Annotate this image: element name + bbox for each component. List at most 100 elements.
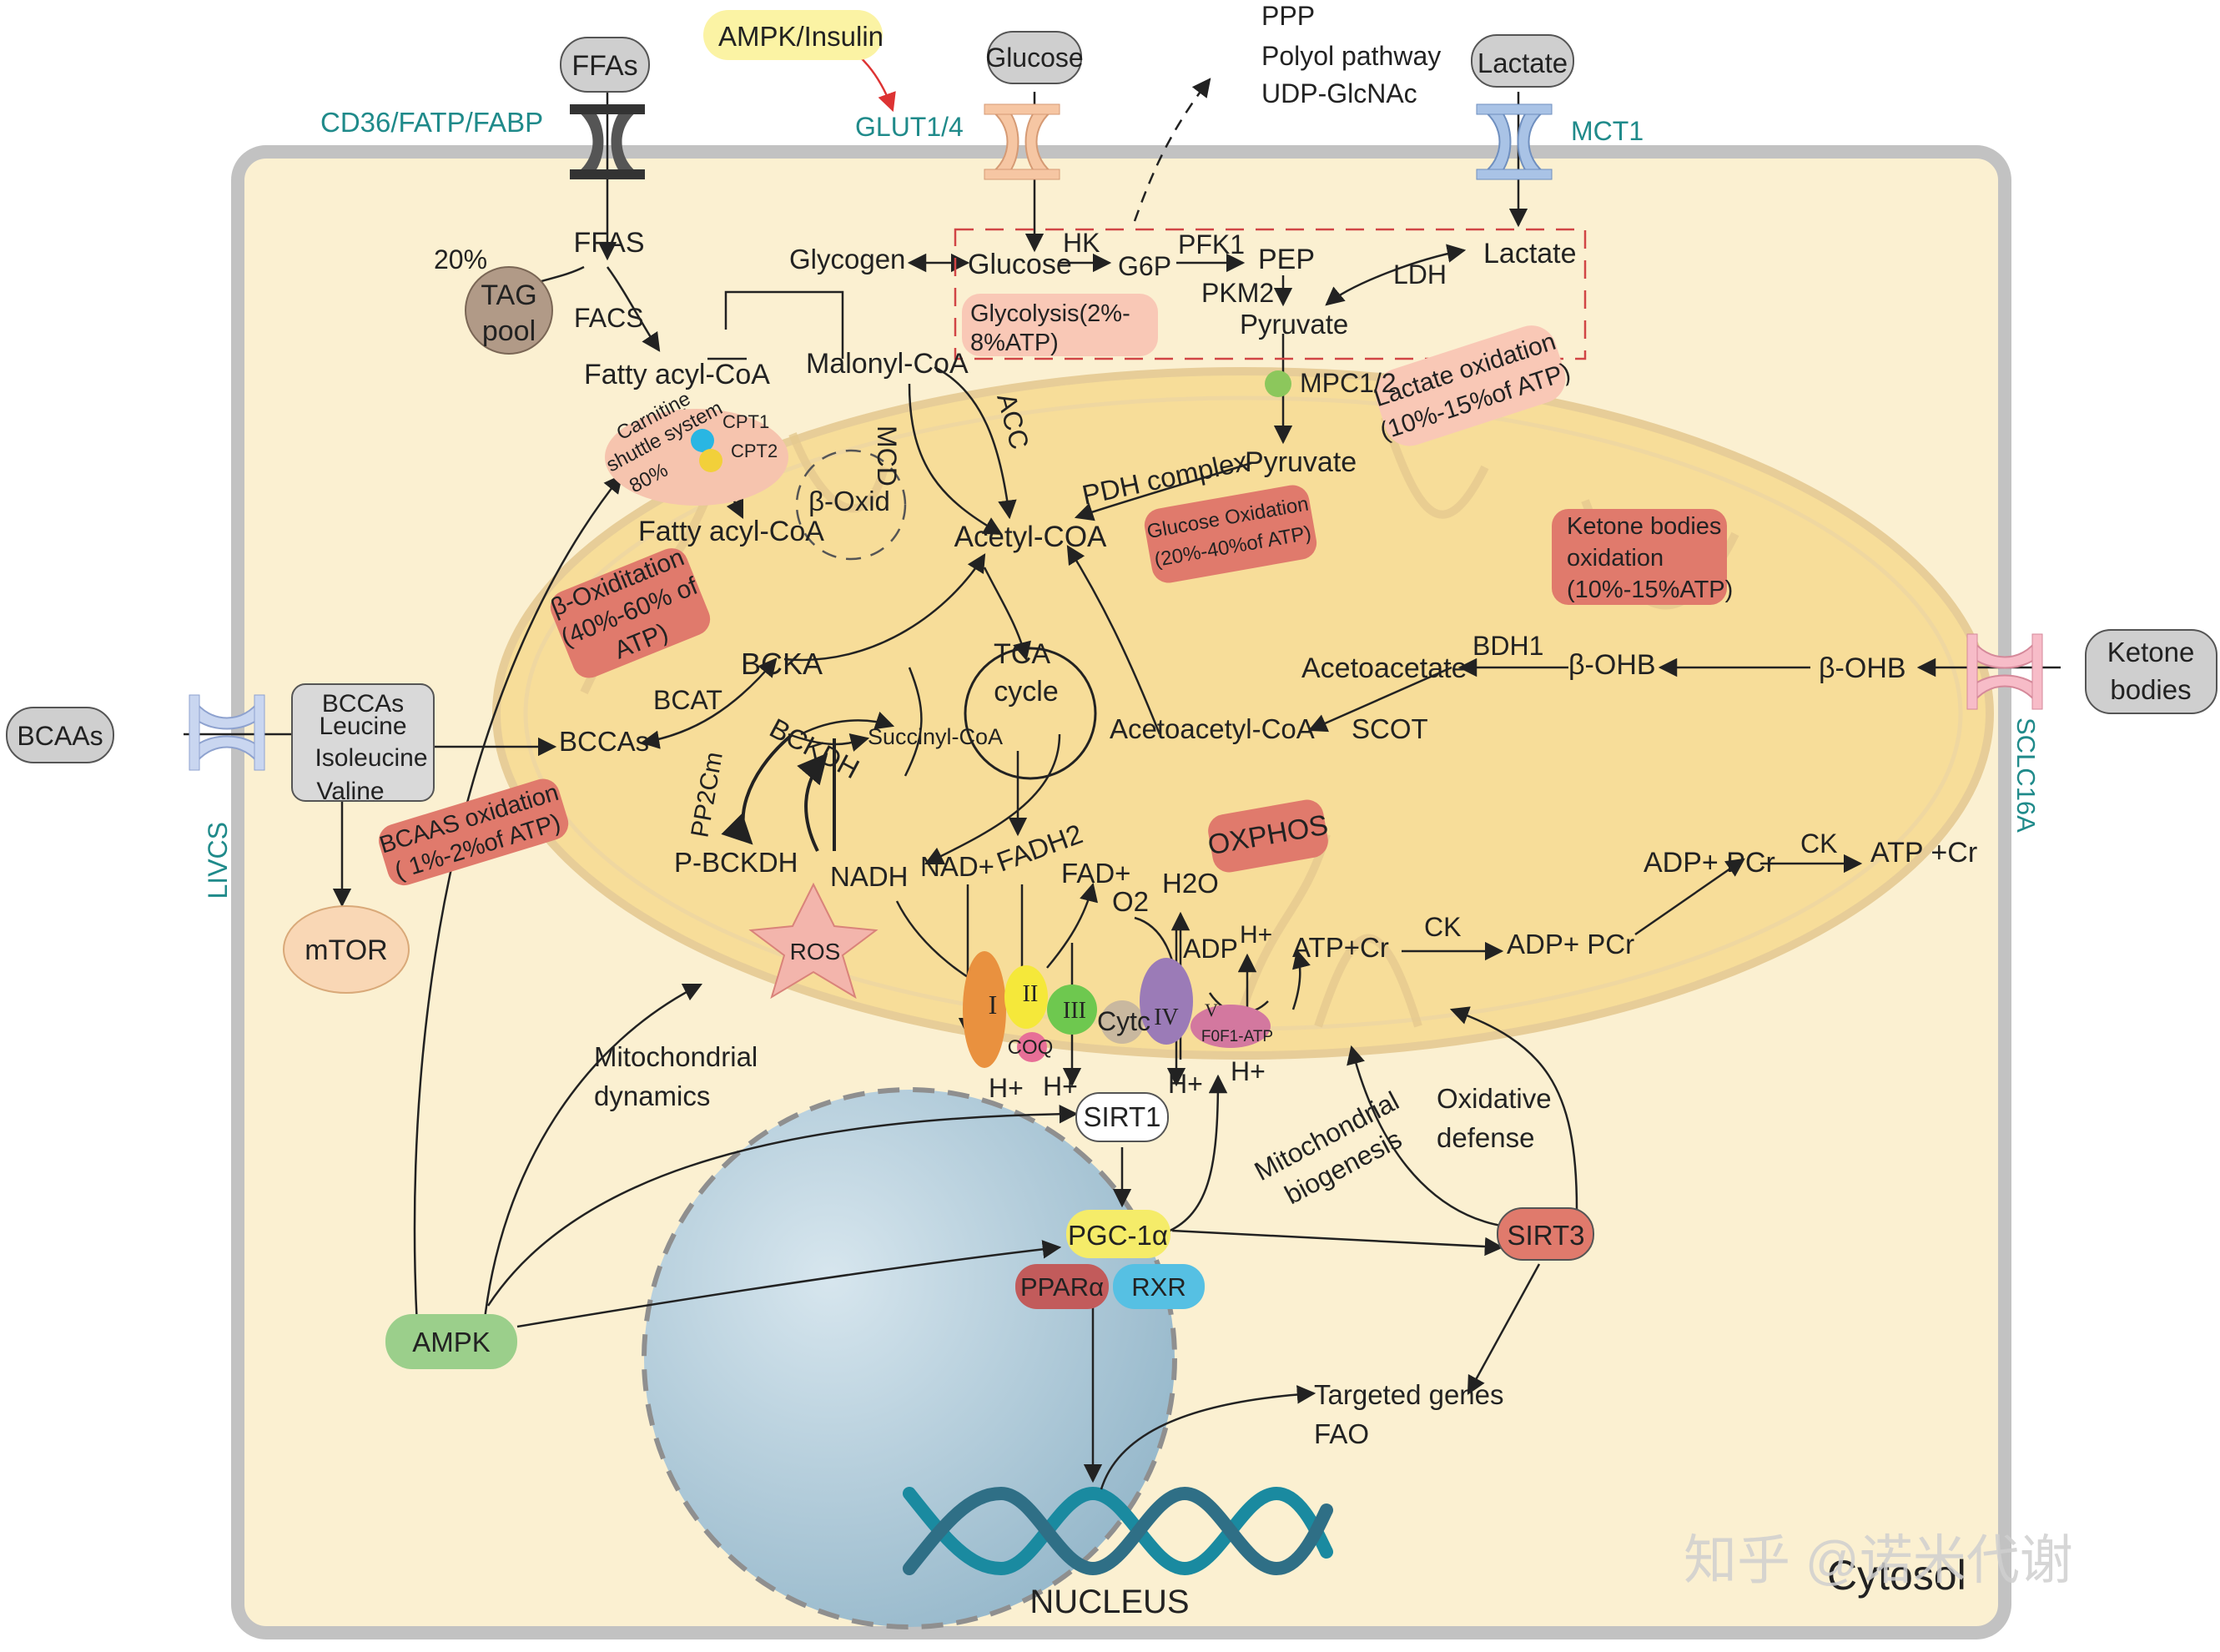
bcaas-external-label: BCAAs bbox=[17, 721, 103, 751]
bdh1-label: BDH1 bbox=[1472, 631, 1543, 661]
glycolysis-line1: Glycolysis(2%- bbox=[970, 300, 1130, 327]
nadh-label: NADH bbox=[830, 861, 909, 892]
ffas-in-label: FFAS bbox=[573, 227, 644, 259]
acetyl-coa-label: Acetyl-COA bbox=[954, 521, 1107, 553]
bcka-label: BCKA bbox=[741, 647, 823, 681]
facs-label: FACS bbox=[574, 303, 644, 333]
glut-label: GLUT1/4 bbox=[855, 112, 964, 142]
bccas-mito-label: BCCAs bbox=[559, 726, 649, 757]
mpc-label: MPC1/2 bbox=[1300, 368, 1397, 398]
o2-label: O2 bbox=[1112, 886, 1149, 917]
cpt2-label: CPT2 bbox=[731, 441, 778, 461]
glucose-external-label: Glucose bbox=[985, 43, 1083, 73]
mcd-label: MCD bbox=[872, 426, 902, 486]
pyruvate-cyto-label: Pyruvate bbox=[1240, 309, 1348, 340]
ketone-ox-line1: Ketone bodies bbox=[1567, 513, 1721, 540]
hplus-4-label: H+ bbox=[1231, 1056, 1266, 1086]
sirt3-label: SIRT3 bbox=[1508, 1220, 1585, 1251]
targeted-genes-line1: Targeted genes bbox=[1314, 1379, 1504, 1410]
beta-ohb-mito-label: β-OHB bbox=[1568, 649, 1656, 681]
targeted-genes-line2: FAO bbox=[1314, 1418, 1369, 1449]
sclc16a-label: SCLC16A bbox=[2011, 718, 2041, 833]
complex-i-label: I bbox=[989, 990, 998, 1020]
hplus-top-label: H+ bbox=[1240, 921, 1272, 949]
udp-glcnac-label: UDP-GlcNAc bbox=[1261, 78, 1417, 108]
g6p-label: G6P bbox=[1118, 251, 1171, 281]
pkm2-label: PKM2 bbox=[1201, 278, 1274, 308]
hk-label: HK bbox=[1063, 228, 1100, 258]
tca-line1: TCA bbox=[994, 638, 1050, 670]
bccas-box-line2: Leucine bbox=[319, 713, 406, 740]
lactate-cyto-label: Lactate bbox=[1483, 238, 1577, 269]
hplus-1-label: H+ bbox=[989, 1073, 1024, 1103]
ketone-bodies-line2: bodies bbox=[2110, 674, 2191, 705]
lactate-external-label: Lactate bbox=[1477, 48, 1568, 78]
cytc-label: Cytc bbox=[1097, 1006, 1150, 1036]
mito-dynamics-line1: Mitochondrial bbox=[594, 1041, 758, 1072]
bccas-box-line1: BCCAs bbox=[322, 690, 404, 718]
ketone-ox-line3: (10%-15%ATP) bbox=[1567, 577, 1733, 603]
atp-cr-mito-label: ATP+Cr bbox=[1292, 932, 1389, 963]
electron-transport-chain bbox=[963, 951, 1271, 1068]
beta-ohb-cyto-label: β-OHB bbox=[1819, 652, 1906, 684]
pep-label: PEP bbox=[1258, 244, 1315, 275]
ldh-label: LDH bbox=[1393, 259, 1447, 290]
cytosol-label: Cytosol bbox=[1827, 1552, 1966, 1599]
tag-pool-line2: pool bbox=[482, 315, 536, 347]
ck-cyto-label: CK bbox=[1800, 829, 1837, 859]
livcs-label: LIVCS bbox=[203, 822, 233, 899]
polyol-label: Polyol pathway bbox=[1261, 41, 1441, 71]
cd36-transporter bbox=[570, 104, 645, 179]
hplus-3-label: H+ bbox=[1168, 1069, 1203, 1099]
cd36-label: CD36/FATP/FABP bbox=[320, 107, 543, 138]
nad-label: NAD+ bbox=[920, 851, 994, 882]
succinyl-label: Succinyl-CoA bbox=[868, 724, 1003, 749]
complex-iv-label: IV bbox=[1154, 1005, 1179, 1030]
malonyl-coa-label: Malonyl-CoA bbox=[806, 348, 969, 380]
ppp-label: PPP bbox=[1261, 1, 1315, 31]
acetoacetate-label: Acetoacetate bbox=[1301, 652, 1467, 684]
ck-mito-label: CK bbox=[1424, 912, 1461, 942]
mct1-transporter bbox=[1476, 103, 1553, 180]
livcs-transporter bbox=[189, 694, 265, 771]
watermark-text: 知乎 @诺米代谢 bbox=[1684, 1530, 2073, 1590]
oxidative-defense-line2: defense bbox=[1437, 1122, 1534, 1153]
mito-dynamics-line2: dynamics bbox=[594, 1080, 710, 1111]
ampk-label: AMPK bbox=[412, 1327, 491, 1357]
cpt1-label: CPT1 bbox=[722, 411, 769, 432]
glucose-cyto-label: Glucose bbox=[968, 249, 1072, 280]
bccas-box-line4: Valine bbox=[316, 778, 384, 805]
shapes-layer bbox=[6, 10, 2217, 1369]
pfk1-label: PFK1 bbox=[1178, 229, 1245, 259]
fatty-acyl-coa-mito-label: Fatty acyl-CoA bbox=[638, 516, 824, 547]
pyruvate-mito-label: Pyruvate bbox=[1245, 446, 1357, 478]
nucleus bbox=[642, 1087, 1177, 1629]
tag-pool-line1: TAG bbox=[481, 280, 536, 311]
h2o-label: H2O bbox=[1162, 868, 1219, 899]
tca-line2: cycle bbox=[994, 676, 1058, 708]
f0f1-label: F0F1-ATP bbox=[1201, 1028, 1273, 1045]
ketone-bodies-line1: Ketone bbox=[2107, 637, 2195, 667]
complex-ii-label: II bbox=[1023, 981, 1039, 1007]
ros-label: ROS bbox=[790, 939, 841, 965]
glut-transporter bbox=[984, 103, 1060, 180]
complex-v-label: V bbox=[1205, 1000, 1218, 1020]
sclc16a-transporter bbox=[1966, 633, 2043, 710]
atp-cr-cyto-label: ATP +Cr bbox=[1870, 837, 1977, 869]
mct1-label: MCT1 bbox=[1571, 116, 1644, 146]
rxr-label: RXR bbox=[1131, 1272, 1186, 1302]
nucleus-label: NUCLEUS bbox=[1029, 1584, 1189, 1620]
p-bckdh-label: P-BCKDH bbox=[674, 847, 798, 878]
pct20-label: 20% bbox=[434, 244, 487, 274]
fatty-acyl-coa-cyto-label: Fatty acyl-CoA bbox=[584, 359, 770, 390]
beta-oxid-label: β-Oxid bbox=[808, 486, 890, 516]
ampk-insulin-label: AMPK/Insulin bbox=[718, 21, 883, 52]
oxidative-defense-line1: Oxidative bbox=[1437, 1083, 1552, 1114]
sirt1-label: SIRT1 bbox=[1084, 1101, 1161, 1132]
bcat-label: BCAT bbox=[653, 685, 722, 715]
ppara-label: PPARα bbox=[1020, 1272, 1104, 1302]
scot-label: SCOT bbox=[1352, 713, 1428, 744]
glycolysis-region bbox=[954, 228, 1587, 360]
adp-pcr-mito-label: ADP+ PCr bbox=[1507, 929, 1634, 959]
